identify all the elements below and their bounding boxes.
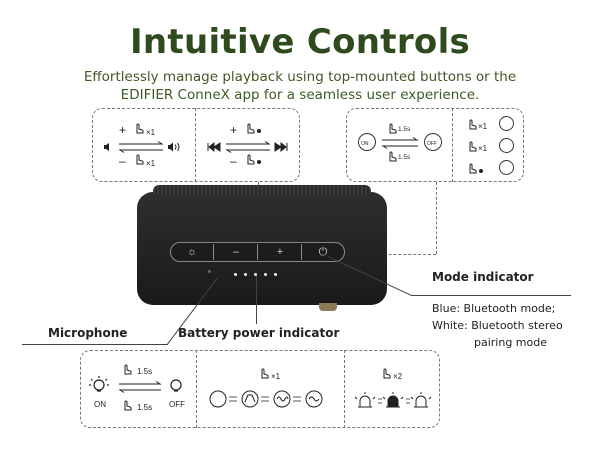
press-count: ×2 [393, 372, 403, 381]
light-eq-panel [80, 350, 440, 428]
volume-track-panel [92, 108, 300, 182]
mode-indicator-label: Mode indicator [432, 270, 534, 284]
reject-call-icon [499, 160, 514, 175]
button-separator [301, 244, 302, 260]
power-on-icon [358, 133, 376, 151]
battery-led [264, 273, 267, 276]
hold-hand-icon [469, 163, 483, 174]
speaker-foot [319, 303, 337, 311]
battery-led [244, 273, 247, 276]
minus-sign: – [230, 154, 237, 168]
press-count: ×1 [478, 122, 488, 131]
off-label: OFF [169, 400, 185, 409]
hold-hand-icon [247, 123, 261, 134]
swap-arrows-icon [118, 381, 162, 393]
swap-arrows-icon [381, 137, 419, 149]
eq-mode-cycle-icons [209, 390, 323, 408]
press-count: ×1 [146, 159, 156, 168]
tap-hand-icon [136, 154, 144, 165]
button-separator [213, 244, 214, 260]
tap-hand-icon [469, 141, 477, 152]
hold-hand-icon [124, 400, 132, 411]
microphone-hole [208, 270, 211, 273]
press-count: ×1 [146, 128, 156, 137]
siren-light-icons [354, 392, 432, 408]
hold-duration: 1.5s [137, 367, 153, 376]
mode-description-line-3: pairing mode [474, 336, 548, 349]
panel-divider [344, 350, 345, 428]
leader-line [411, 295, 571, 296]
page-title: Intuitive Controls [129, 22, 471, 62]
hold-hand-icon [389, 151, 397, 162]
bulb-off-icon [170, 379, 182, 392]
tap-hand-icon [136, 123, 144, 134]
panel-divider [196, 350, 197, 428]
microphone-label: Microphone [48, 326, 128, 340]
leader-line [22, 344, 168, 345]
on-label: ON [94, 400, 106, 409]
press-count: ×1 [478, 144, 488, 153]
page-subtitle: Effortlessly manage playback using top-m… [30, 68, 570, 104]
hold-hand-icon [247, 154, 261, 165]
hold-duration: 1.5s [398, 126, 411, 133]
plus-sign: + [230, 123, 238, 137]
swap-arrows-icon [225, 141, 271, 153]
volume-down-icon [104, 143, 109, 151]
volume-up-icon [168, 142, 180, 152]
subtitle-line-2: EDIFIER ConneX app for a seamless user e… [120, 87, 480, 103]
hold-hand-icon [389, 123, 397, 134]
tap-hand-icon [383, 368, 391, 379]
hold-duration: 1.5s [137, 403, 153, 412]
end-call-icon [499, 138, 514, 153]
volume-down-button[interactable]: – [232, 246, 240, 258]
power-off-icon [424, 133, 442, 151]
connector-line [436, 182, 437, 254]
answer-call-icon [499, 116, 514, 131]
hold-hand-icon [124, 364, 132, 375]
power-call-panel [346, 108, 524, 182]
power-button[interactable]: ⏻ [318, 246, 328, 258]
on-label: ON [361, 141, 369, 147]
mode-description-line-1: Blue: Bluetooth mode; [432, 302, 556, 315]
battery-led [234, 273, 237, 276]
bulb-on-icon [89, 376, 109, 392]
panel-divider [452, 108, 453, 182]
mode-description-line-2: White: Bluetooth stereo [432, 319, 563, 332]
tap-hand-icon [469, 119, 477, 130]
minus-sign: – [119, 154, 126, 168]
battery-led [274, 273, 277, 276]
off-label: OFF [427, 141, 437, 147]
battery-led [254, 273, 257, 276]
tap-hand-icon [261, 368, 269, 379]
press-count: ×1 [271, 372, 281, 381]
previous-track-icon [207, 142, 221, 152]
hold-duration: 1.5s [398, 154, 411, 161]
light-button[interactable]: ☼ [186, 246, 198, 258]
battery-indicator-label: Battery power indicator [178, 326, 340, 340]
subtitle-line-1: Effortlessly manage playback using top-m… [83, 69, 517, 85]
next-track-icon [274, 142, 288, 152]
plus-sign: + [119, 123, 127, 137]
leader-line [256, 276, 257, 324]
button-separator [257, 244, 258, 260]
volume-up-button[interactable]: + [276, 246, 284, 258]
panel-divider [195, 108, 196, 182]
swap-arrows-icon [118, 141, 164, 153]
